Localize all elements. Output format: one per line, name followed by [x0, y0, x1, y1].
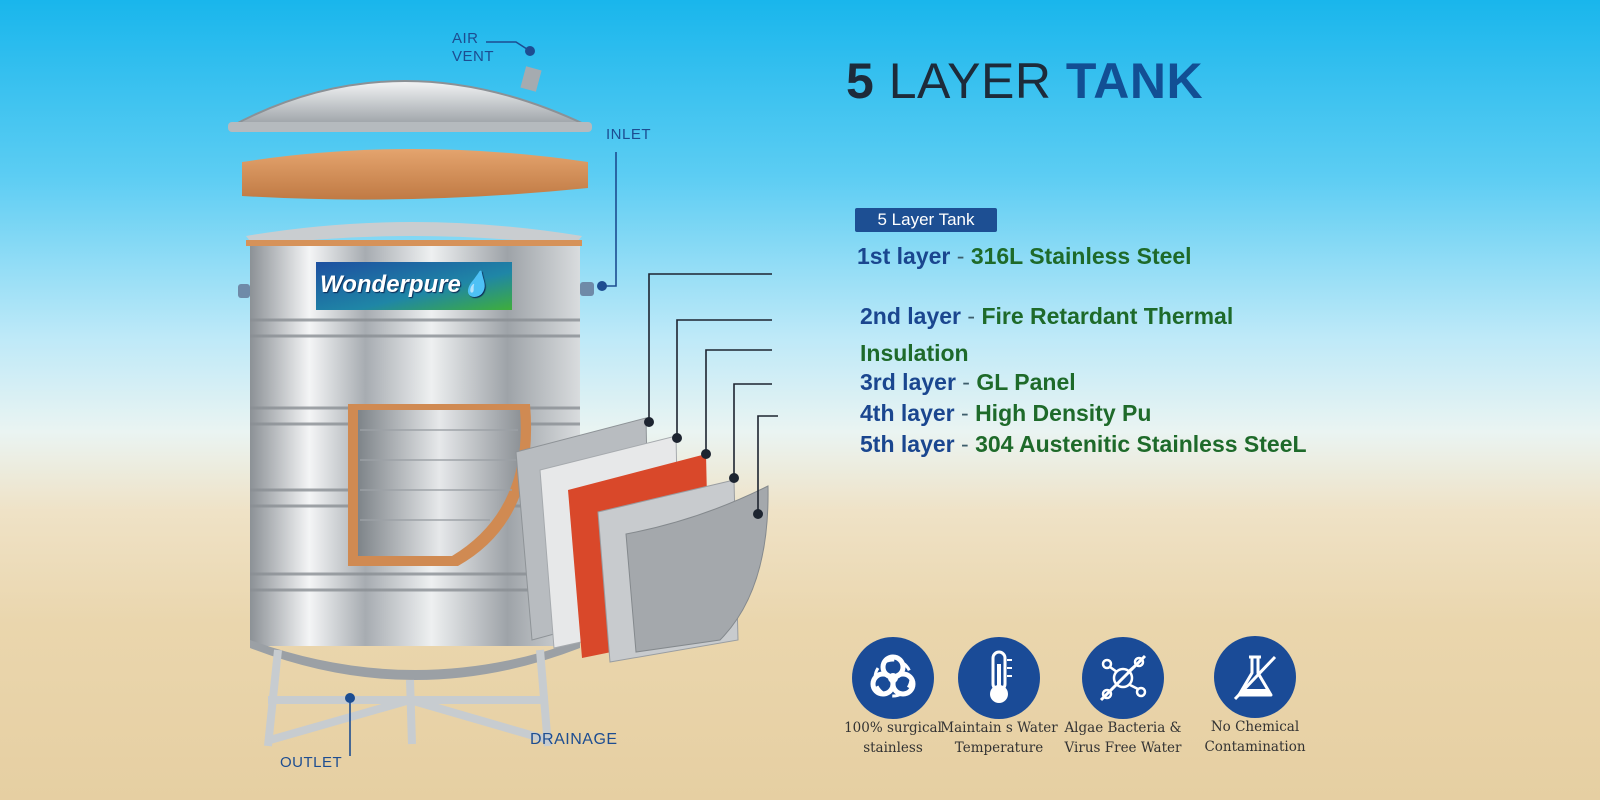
layer-3-desc: GL Panel — [976, 369, 1076, 395]
inlet-label: INLET — [606, 126, 652, 143]
layer-1-desc: 316L Stainless Steel — [970, 243, 1192, 269]
layer-1-label: 1st layer — [857, 243, 951, 269]
layer-badge: 5 Layer Tank — [855, 208, 997, 232]
outlet-label: OUTLET — [280, 754, 343, 771]
layer-4-sep: - — [961, 400, 969, 426]
thermometer-icon — [958, 637, 1040, 719]
air-vent-label-2: VENT — [452, 48, 495, 65]
water-drop-icon: 💧 — [460, 271, 491, 298]
layer-2-cont: Insulation — [860, 340, 969, 367]
biohazard-icon — [852, 637, 934, 719]
air-vent-label-1: AIR — [452, 30, 479, 47]
layer-5-label: 5th layer — [860, 431, 955, 457]
feature-3-line2: Virus Free Water — [1064, 740, 1182, 756]
feature-caption-2: Maintain s Water Temperature — [940, 718, 1058, 758]
layer-1-sep: - — [956, 243, 965, 269]
layer-4-desc: High Density Pu — [975, 400, 1152, 426]
title-tank: TANK — [1065, 53, 1204, 109]
layer-2-desc-cont: Insulation — [860, 340, 969, 366]
layer-4: 4th layer - High Density Pu — [860, 400, 1151, 427]
title-layer: LAYER — [888, 53, 1052, 109]
feature-caption-1: 100% surgical stainless — [834, 718, 952, 758]
layer-2-desc: Fire Retardant Thermal — [981, 303, 1234, 329]
title-number: 5 — [846, 53, 875, 109]
bacteria-icon — [1082, 637, 1164, 719]
feature-caption-4: No Chemical Contamination — [1196, 717, 1314, 757]
brand-plate — [316, 262, 512, 310]
layer-1: 1st layer - 316L Stainless Steel — [857, 243, 1192, 270]
layer-5: 5th layer - 304 Austenitic Stainless Ste… — [860, 431, 1307, 458]
feature-3-line1: Algae Bacteria & — [1064, 720, 1182, 736]
layer-5-sep: - — [961, 431, 969, 457]
layer-2-label: 2nd layer — [860, 303, 961, 329]
brand-text: Wonderpure — [320, 271, 461, 298]
flask-icon — [1214, 636, 1296, 718]
feature-1-line2: stainless — [863, 740, 923, 756]
layer-2: 2nd layer - Fire Retardant Thermal — [860, 303, 1233, 330]
feature-2-line1: Maintain s Water — [940, 720, 1058, 736]
layer-3-sep: - — [962, 369, 970, 395]
drainage-label: DRAINAGE — [530, 731, 618, 748]
brand-name: Wonderpure💧 — [320, 270, 510, 299]
layer-3-label: 3rd layer — [860, 369, 956, 395]
tank-illustration — [228, 41, 778, 756]
air-vent-label: AIR VENT — [452, 30, 494, 66]
layer-5-desc: 304 Austenitic Stainless SteeL — [975, 431, 1307, 457]
layer-3: 3rd layer - GL Panel — [860, 369, 1076, 396]
feature-4-line2: Contamination — [1204, 739, 1306, 755]
layer-2-sep: - — [967, 303, 976, 329]
feature-caption-3: Algae Bacteria & Virus Free Water — [1064, 718, 1182, 758]
layer-4-label: 4th layer — [860, 400, 955, 426]
page-title: 5 LAYER TANK — [846, 52, 1203, 110]
feature-2-line2: Temperature — [954, 740, 1044, 756]
feature-1-line1: 100% surgical — [844, 720, 942, 736]
feature-4-line1: No Chemical — [1210, 719, 1300, 735]
